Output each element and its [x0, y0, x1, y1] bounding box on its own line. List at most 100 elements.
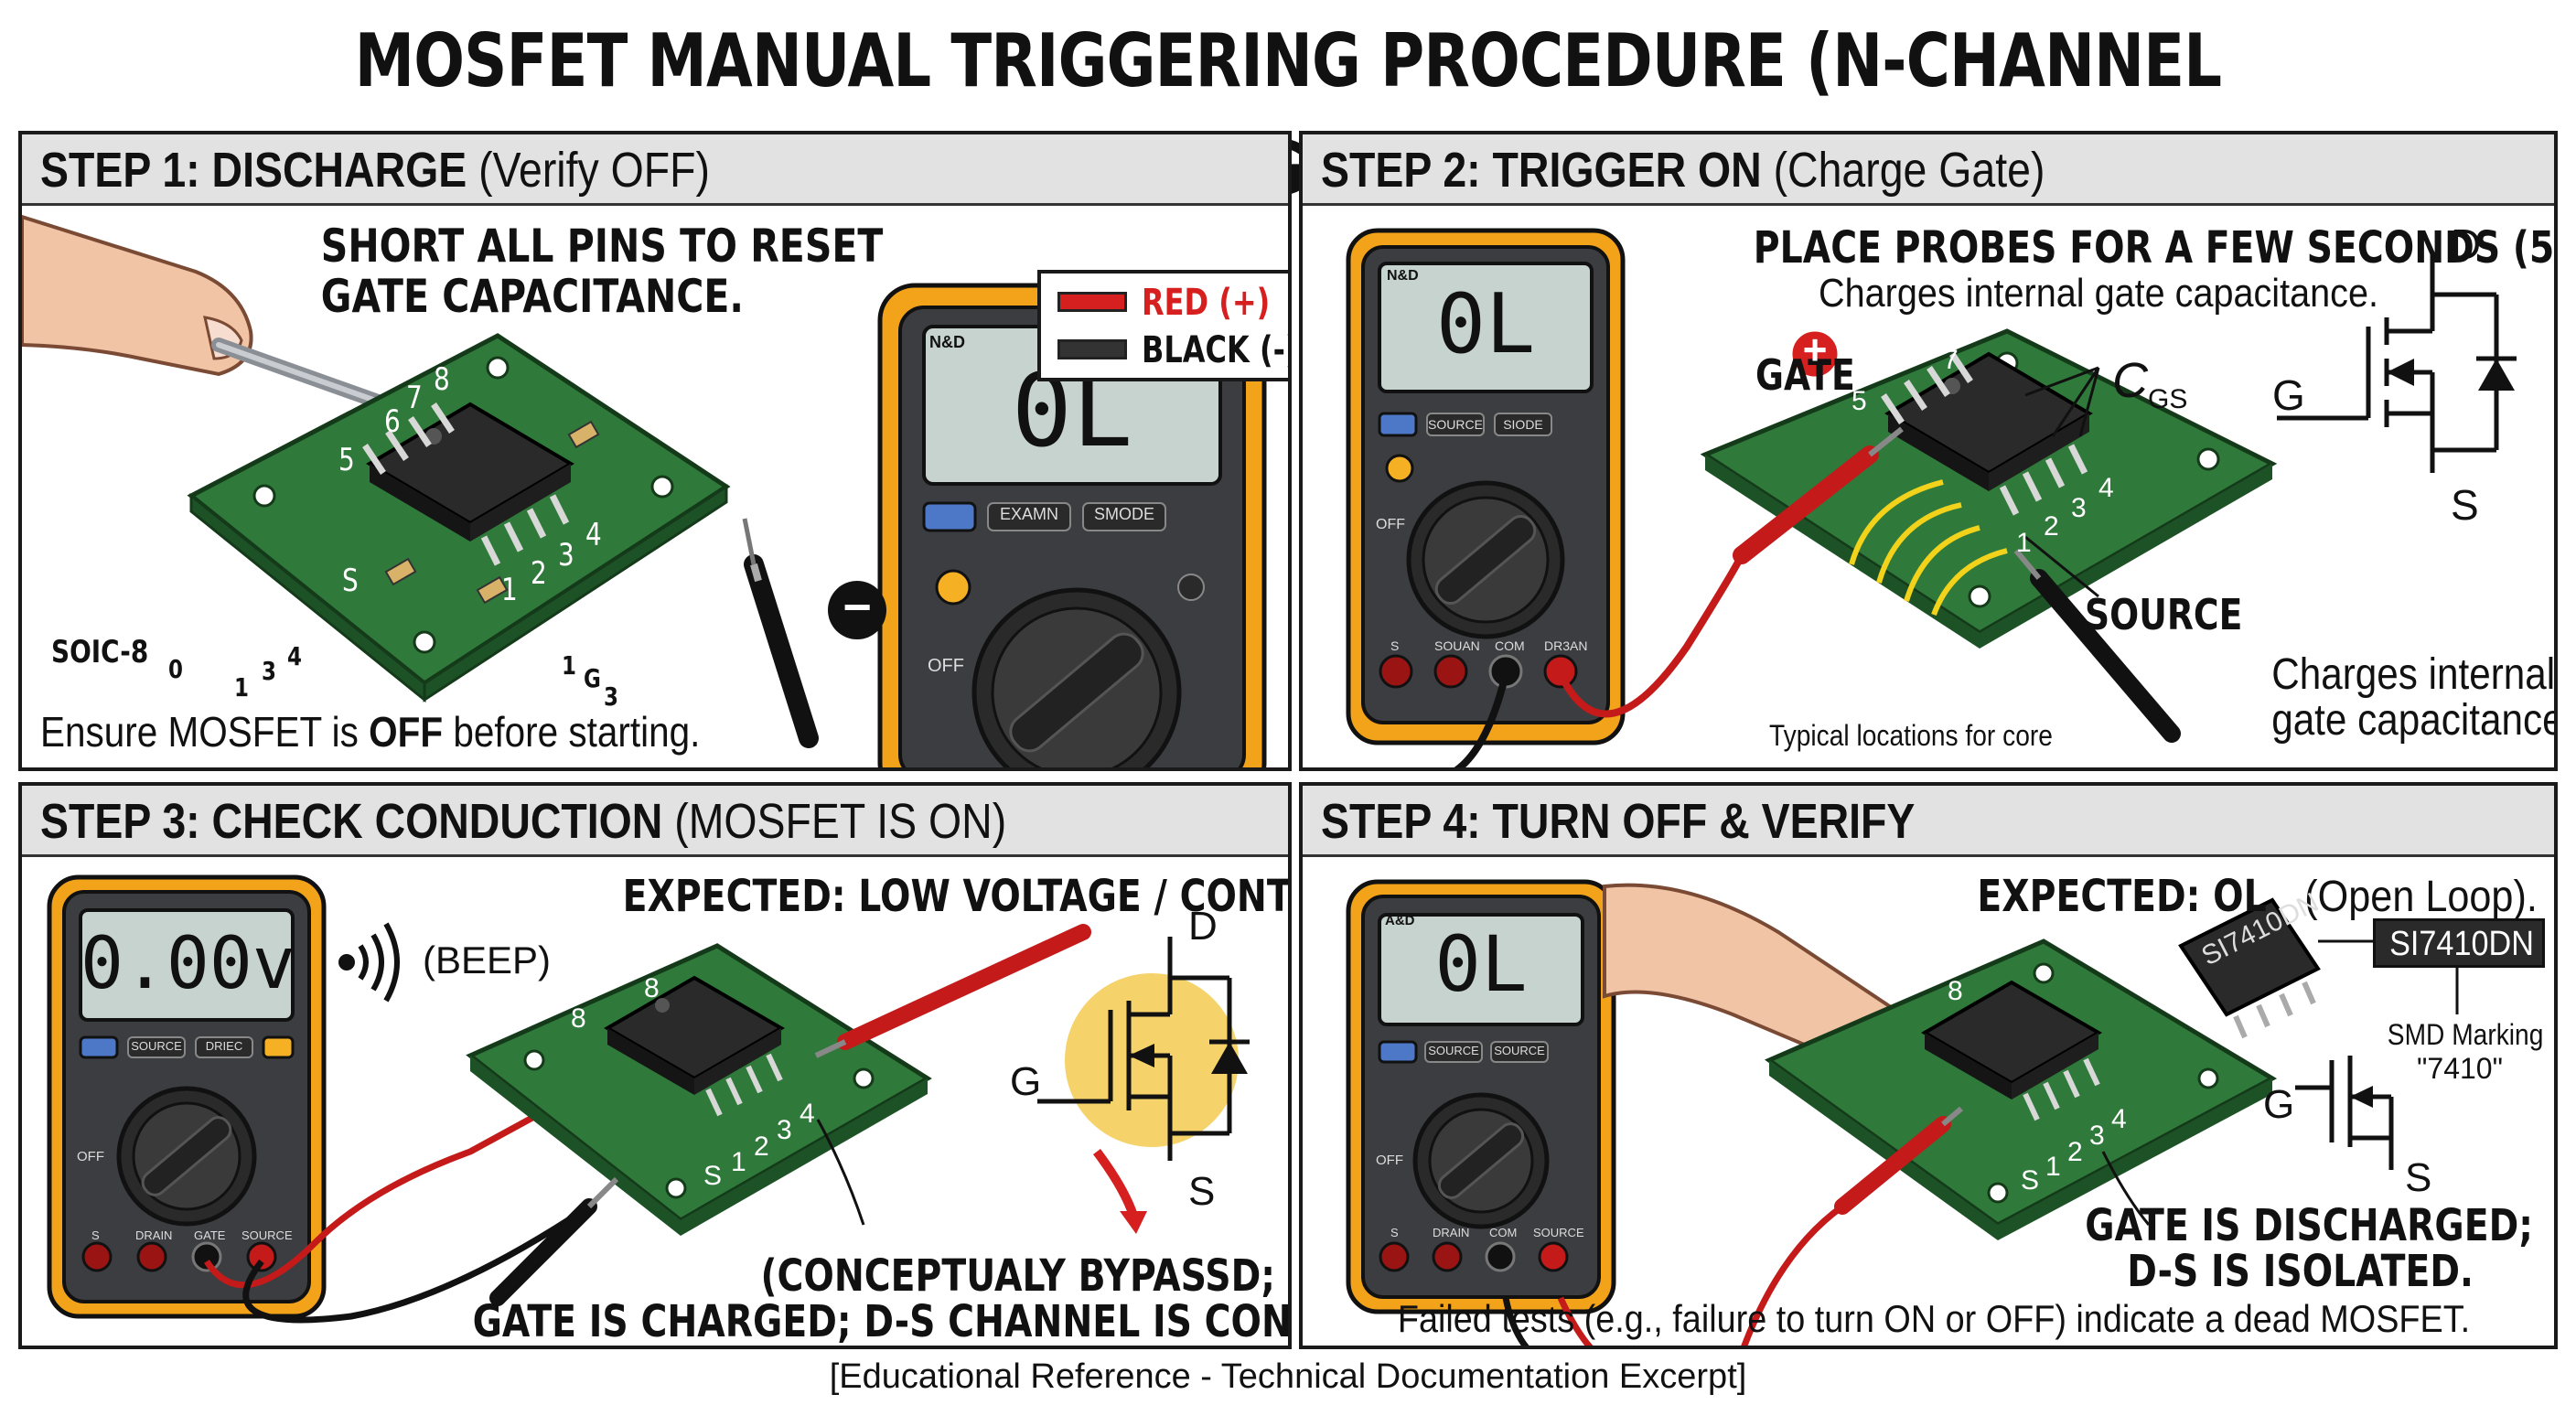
step4-button-2[interactable]: SOURCE: [1494, 1044, 1545, 1057]
step4-jack-source: SOURCE: [1533, 1226, 1584, 1239]
pin-label-7: 7: [1943, 345, 1959, 375]
step1-panel: STEP 1: DISCHARGE (Verify OFF): [18, 131, 1292, 771]
step4-illustration: [1346, 879, 2459, 1346]
mosfet-chip: [362, 402, 574, 566]
step1-instruction-line1: SHORT ALL PINS TO RESET: [320, 220, 884, 273]
mosfet-chip: [1921, 980, 2102, 1121]
step2-jack-s: S: [1390, 638, 1400, 653]
loose-pin-4: 4: [287, 641, 302, 671]
loose-pin-g: G: [584, 663, 601, 693]
step4-jack-s: S: [1390, 1226, 1399, 1239]
black-probe: [489, 1176, 619, 1306]
pin-label-2: 2: [2067, 1137, 2083, 1167]
symbol-gate-label: G: [1010, 1059, 1042, 1104]
step2-button-1[interactable]: SOURCE: [1428, 417, 1483, 432]
mosfet-symbol: [1037, 937, 1232, 1161]
step2-jack-dr3an: DR3AN: [1544, 638, 1588, 653]
step2-dial-off: OFF: [1376, 517, 1405, 532]
pin-label-2: 2: [531, 555, 547, 592]
step1-button-1[interactable]: EXAMN: [999, 505, 1058, 523]
beep-label: (BEEP): [423, 938, 552, 981]
step2-meter-mode: N&D: [1387, 268, 1419, 284]
red-probe: [1733, 426, 1904, 564]
beep-icon: [338, 922, 400, 1003]
pin-label-1: 1: [2045, 1152, 2061, 1182]
pin-label-3: 3: [558, 537, 574, 574]
multimeter: [877, 283, 1267, 767]
step4-jack-com: COM: [1489, 1226, 1518, 1239]
black-probe: [742, 518, 819, 748]
minus-badge: [828, 581, 886, 639]
step4-button-1[interactable]: SOURCE: [1428, 1044, 1479, 1057]
pin-label-5: 5: [338, 442, 355, 478]
step2-panel: STEP 2: TRIGGER ON (Charge Gate): [1299, 131, 2558, 771]
step1-instruction-line2: GATE CAPACITANCE.: [320, 270, 744, 323]
source-label: SOURCE: [2085, 590, 2243, 639]
step3-expected: EXPECTED: LOW VOLTAGE / CONTINUITY.: [622, 871, 1292, 922]
pin-label-4: 4: [2098, 473, 2114, 503]
pin-label-4: 4: [800, 1099, 815, 1129]
charge-arcs: [1849, 479, 2008, 617]
marking-chip-illustration: [2178, 897, 2321, 1039]
step3-jack-drain: DRAIN: [135, 1228, 173, 1242]
step4-footer: Failed tests (e.g., failure to turn ON o…: [1397, 1297, 2471, 1340]
package-label: SOIC-8: [51, 634, 149, 670]
multimeter: [47, 874, 327, 1319]
pin-label-1: 1: [2016, 528, 2032, 558]
step1-button-2[interactable]: SMODE: [1093, 505, 1154, 523]
cgs-label: CGS: [2112, 353, 2188, 414]
pin-label-s: S: [703, 1161, 723, 1191]
step3-title: STEP 3: CHECK CONDUCTION (MOSFET IS ON): [40, 794, 1007, 849]
gate-label: GATE: [1755, 350, 1855, 400]
step3-illustration: [47, 874, 1250, 1324]
step2-display: 0L: [1435, 276, 1536, 372]
step2-button-2[interactable]: SIODE: [1503, 417, 1543, 432]
pin-label-2: 2: [2044, 511, 2059, 542]
step3-button-1[interactable]: SOURCE: [131, 1039, 182, 1053]
step4-note-line2: D-S IS ISOLATED.: [2127, 1246, 2474, 1297]
pin-label-1: 1: [731, 1147, 746, 1177]
marking-label: SI7410DN: [2389, 925, 2534, 963]
pin-label-3: 3: [2089, 1121, 2105, 1151]
loose-pin-g1: 1: [562, 650, 576, 681]
marking-label-box: SI7410DN: [2373, 918, 2545, 968]
multimeter: [1346, 228, 1626, 745]
loose-pin-g3: 3: [604, 681, 618, 712]
step3-dial-off: OFF: [77, 1149, 104, 1164]
step3-panel: STEP 3: CHECK CONDUCTION (MOSFET IS ON): [18, 782, 1292, 1349]
step2-jack-souan: SOUAN: [1434, 638, 1480, 653]
source-pin-label: S: [342, 563, 359, 599]
symbol-gate-label: G: [2272, 371, 2305, 419]
probe-legend: RED (+) BLACK (-): [1037, 270, 1288, 381]
symbol-source-label: S: [2405, 1155, 2432, 1200]
step1-illustration: [22, 214, 1267, 767]
smd-marking-line1: SMD Marking: [2387, 1018, 2544, 1051]
symbol-source-label: S: [2451, 481, 2479, 529]
red-probe: [814, 924, 1091, 1058]
step1-meter-mode: N&D: [929, 333, 965, 351]
step4-header: STEP 4: TURN OFF & VERIFY: [1303, 786, 2554, 857]
step2-note-line2: gate capacitance.: [2271, 696, 2558, 745]
mosfet-chip: [1881, 351, 2093, 516]
symbol-source-label: S: [1188, 1169, 1216, 1214]
pin-label-8a: 8: [644, 973, 660, 1003]
step3-jack-source: SOURCE: [242, 1228, 293, 1242]
step2-title: STEP 2: TRIGGER ON (Charge Gate): [1321, 143, 2045, 198]
symbol-drain-label: D: [1188, 904, 1218, 949]
step1-header: STEP 1: DISCHARGE (Verify OFF): [22, 134, 1288, 206]
step3-note-line2: GATE IS CHARGED; D-S CHANNEL IS CONDUCTI…: [472, 1296, 1292, 1347]
pin-label-8b: 8: [571, 1003, 586, 1034]
loose-pin-3: 3: [262, 656, 276, 686]
pin-label-6: 6: [384, 403, 401, 440]
pin-label-s: S: [2021, 1165, 2040, 1196]
step3-button-2[interactable]: DRIEC: [205, 1039, 243, 1053]
step3-note-line1: (CONCEPTUALY BYPASSD;: [760, 1250, 1275, 1302]
step2-note-line1: Charges internal: [2271, 650, 2556, 699]
plus-badge: [1789, 328, 1841, 380]
smd-marking-line2: "7410": [2417, 1052, 2503, 1085]
multimeter: [1346, 879, 1616, 1314]
page-footer: [Educational Reference - Technical Docum…: [829, 1357, 1747, 1396]
step1-dial-off: OFF: [928, 656, 964, 676]
page-title: MOSFET MANUAL TRIGGERING PROCEDURE (N-CH…: [354, 18, 2222, 211]
step3-display: 0.00v: [80, 923, 295, 1005]
